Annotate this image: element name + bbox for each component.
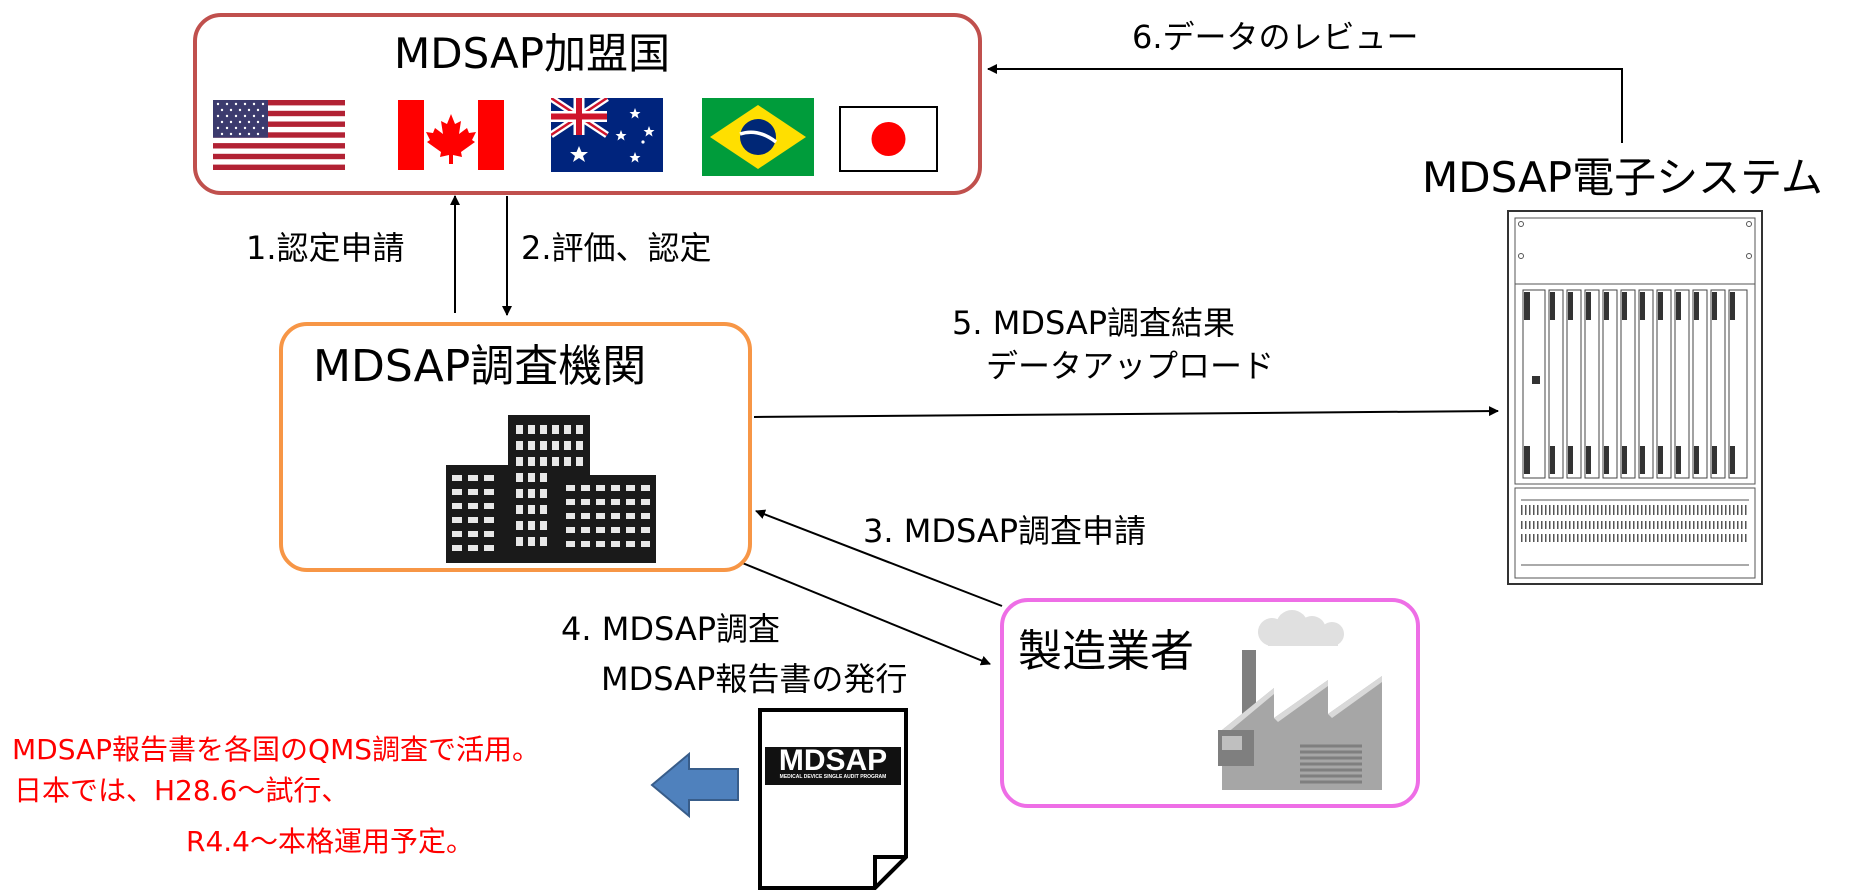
office-buildings-icon xyxy=(446,415,656,563)
document-icon xyxy=(758,708,908,890)
us-flag-icon xyxy=(213,100,345,170)
note-line2: 日本では、H28.6～試行、 xyxy=(14,774,350,807)
arrow-step6 xyxy=(987,64,1623,143)
step5-label-line2: データアップロード xyxy=(986,347,1275,385)
canada-flag-icon xyxy=(398,100,504,170)
step4-label-line1: 4. MDSAP調査 xyxy=(561,610,781,648)
report-logo-text: MDSAP xyxy=(778,744,888,777)
step5-label-line1: 5. MDSAP調査結果 xyxy=(952,304,1236,342)
member-states-title: MDSAP加盟国 xyxy=(394,29,671,78)
e-system-title: MDSAP電子システム xyxy=(1422,153,1823,202)
report-logo-subtext: MEDICAL DEVICE SINGLE AUDIT PROGRAM xyxy=(779,774,887,780)
arrow-step5 xyxy=(753,406,1499,418)
step1-label: 1.認定申請 xyxy=(246,229,405,267)
arrow-step3 xyxy=(755,509,1003,607)
japan-flag-icon xyxy=(839,106,938,172)
arrow-step4 xyxy=(739,561,991,666)
server-rack-icon xyxy=(1507,210,1763,585)
note-line3: R4.4～本格運用予定。 xyxy=(186,825,474,858)
manufacturer-title: 製造業者 xyxy=(1018,626,1194,677)
auditing-org-title: MDSAP調査機関 xyxy=(313,341,647,392)
step3-label: 3. MDSAP調査申請 xyxy=(863,512,1147,550)
note-line1: MDSAP報告書を各国のQMS調査で活用。 xyxy=(12,733,541,766)
step4-label-line2: MDSAP報告書の発行 xyxy=(601,660,908,698)
step2-label: 2.評価、認定 xyxy=(521,229,712,267)
brazil-flag-icon xyxy=(702,98,814,176)
step6-label: 6.データのレビュー xyxy=(1132,18,1419,56)
factory-icon xyxy=(1218,610,1382,790)
australia-flag-icon xyxy=(551,98,663,172)
block-arrow-left xyxy=(650,751,739,819)
